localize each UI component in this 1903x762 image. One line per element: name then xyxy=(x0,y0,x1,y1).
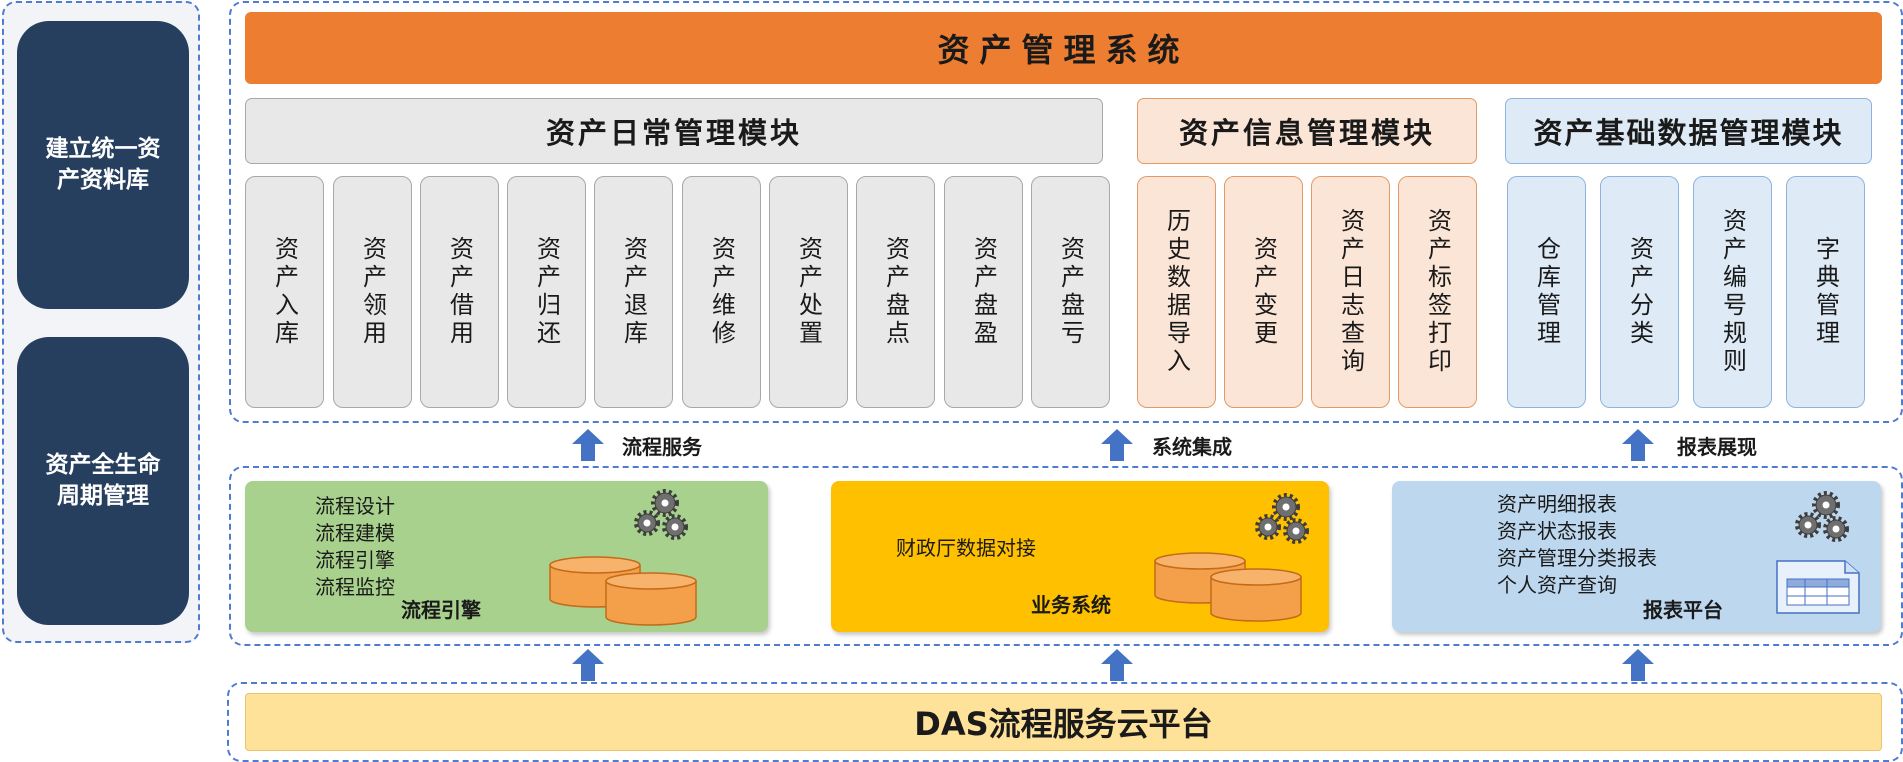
platform-bar: DAS流程服务云平台 xyxy=(245,693,1882,751)
daily-item-label: 资产维修 xyxy=(707,236,736,348)
up-arrow-icon xyxy=(572,429,604,461)
daily-item: 资产借用 xyxy=(420,176,499,408)
daily-item: 资产维修 xyxy=(682,176,761,408)
system-frame xyxy=(229,1,1903,423)
biz-line: 财政厅数据对接 xyxy=(896,536,1036,560)
report-line: 资产状态报表 xyxy=(1497,519,1617,543)
base-item: 资产编号规则 xyxy=(1693,176,1772,408)
info-item: 历史数据导入 xyxy=(1137,176,1216,408)
daily-item-label: 资产盘盈 xyxy=(969,236,998,348)
daily-item: 资产归还 xyxy=(507,176,586,408)
daily-item: 资产处置 xyxy=(769,176,848,408)
database-icon xyxy=(549,556,697,626)
base-item: 仓库管理 xyxy=(1507,176,1586,408)
daily-item: 资产盘亏 xyxy=(1031,176,1110,408)
daily-item: 资产盘盈 xyxy=(944,176,1023,408)
report-line: 个人资产查询 xyxy=(1497,573,1617,597)
flow-line: 流程引擎 xyxy=(315,548,395,572)
system-title: 资产管理系统 xyxy=(937,31,1190,69)
gear-icon xyxy=(634,489,688,540)
flow-lines: 流程设计 流程建模 流程引擎 流程监控 xyxy=(315,493,395,601)
flow-panel-label: 流程引擎 xyxy=(401,598,481,622)
platform-frame xyxy=(227,682,1903,762)
flow-line: 流程设计 xyxy=(315,494,395,518)
arrow-label-report-display: 报表展现 xyxy=(1677,435,1757,459)
up-arrow-icon xyxy=(1101,429,1133,461)
gear-icon xyxy=(1255,493,1309,544)
database-icon xyxy=(1154,552,1302,622)
up-arrow-icon xyxy=(572,649,604,681)
daily-item-label: 资产退库 xyxy=(619,236,648,348)
info-item-label: 资产日志查询 xyxy=(1336,208,1365,376)
gear-icon xyxy=(1795,491,1849,542)
module-base-title: 资产基础数据管理模块 xyxy=(1533,116,1844,150)
up-arrow-icon xyxy=(1622,429,1654,461)
daily-item: 资产入库 xyxy=(245,176,324,408)
up-arrow-icon xyxy=(1622,649,1654,681)
module-daily-header: 资产日常管理模块 xyxy=(245,98,1103,164)
left-box-2-text: 资产全生命周期管理 xyxy=(45,452,161,509)
report-panel-label: 报表平台 xyxy=(1643,598,1723,622)
module-info-header: 资产信息管理模块 xyxy=(1137,98,1477,164)
info-item: 资产标签打印 xyxy=(1398,176,1477,408)
module-base-header: 资产基础数据管理模块 xyxy=(1505,98,1872,164)
report-platform-panel: 资产明细报表 资产状态报表 资产管理分类报表 个人资产查询 报表平台 xyxy=(1392,481,1881,632)
report-lines: 资产明细报表 资产状态报表 资产管理分类报表 个人资产查询 xyxy=(1497,491,1657,599)
middle-frame xyxy=(229,466,1903,646)
arrow-label-system-integration: 系统集成 xyxy=(1152,435,1232,459)
daily-item-label: 资产盘点 xyxy=(881,236,910,348)
daily-item: 资产退库 xyxy=(594,176,673,408)
base-item-label: 资产编号规则 xyxy=(1718,208,1747,376)
info-item-label: 资产标签打印 xyxy=(1423,208,1452,376)
left-box-lifecycle: 资产全生命周期管理 xyxy=(17,337,189,625)
info-item: 资产日志查询 xyxy=(1311,176,1390,408)
daily-item-label: 资产入库 xyxy=(270,236,299,348)
daily-item-label: 资产归还 xyxy=(532,236,561,348)
biz-panel-label: 业务系统 xyxy=(1031,593,1111,617)
base-item: 资产分类 xyxy=(1600,176,1679,408)
daily-item-label: 资产处置 xyxy=(794,236,823,348)
info-item: 资产变更 xyxy=(1224,176,1303,408)
module-daily-title: 资产日常管理模块 xyxy=(545,116,802,150)
left-box-unified-database: 建立统一资产资料库 xyxy=(17,21,189,309)
info-item-label: 资产变更 xyxy=(1249,236,1278,348)
business-system-panel: 财政厅数据对接 业务系统 xyxy=(831,481,1329,632)
daily-item-label: 资产借用 xyxy=(445,236,474,348)
biz-lines: 财政厅数据对接 xyxy=(896,535,1036,562)
report-icon xyxy=(1776,560,1860,614)
daily-item-label: 资产领用 xyxy=(358,236,387,348)
system-title-bar: 资产管理系统 xyxy=(245,12,1882,84)
module-info-title: 资产信息管理模块 xyxy=(1178,116,1435,150)
up-arrow-icon xyxy=(1101,649,1133,681)
base-item: 字典管理 xyxy=(1786,176,1865,408)
flow-engine-panel: 流程设计 流程建模 流程引擎 流程监控 流程引擎 xyxy=(245,481,768,632)
platform-title: DAS流程服务云平台 xyxy=(914,705,1213,743)
base-item-label: 字典管理 xyxy=(1811,236,1840,348)
daily-item: 资产盘点 xyxy=(856,176,935,408)
info-item-label: 历史数据导入 xyxy=(1162,208,1191,376)
base-item-label: 资产分类 xyxy=(1625,236,1654,348)
flow-line: 流程监控 xyxy=(315,575,395,599)
daily-item-label: 资产盘亏 xyxy=(1056,236,1085,348)
flow-line: 流程建模 xyxy=(315,521,395,545)
base-item-label: 仓库管理 xyxy=(1532,236,1561,348)
left-box-1-text: 建立统一资产资料库 xyxy=(45,136,161,193)
report-line: 资产明细报表 xyxy=(1497,492,1617,516)
report-line: 资产管理分类报表 xyxy=(1497,546,1657,570)
arrow-label-process-service: 流程服务 xyxy=(622,435,702,459)
daily-item: 资产领用 xyxy=(333,176,412,408)
